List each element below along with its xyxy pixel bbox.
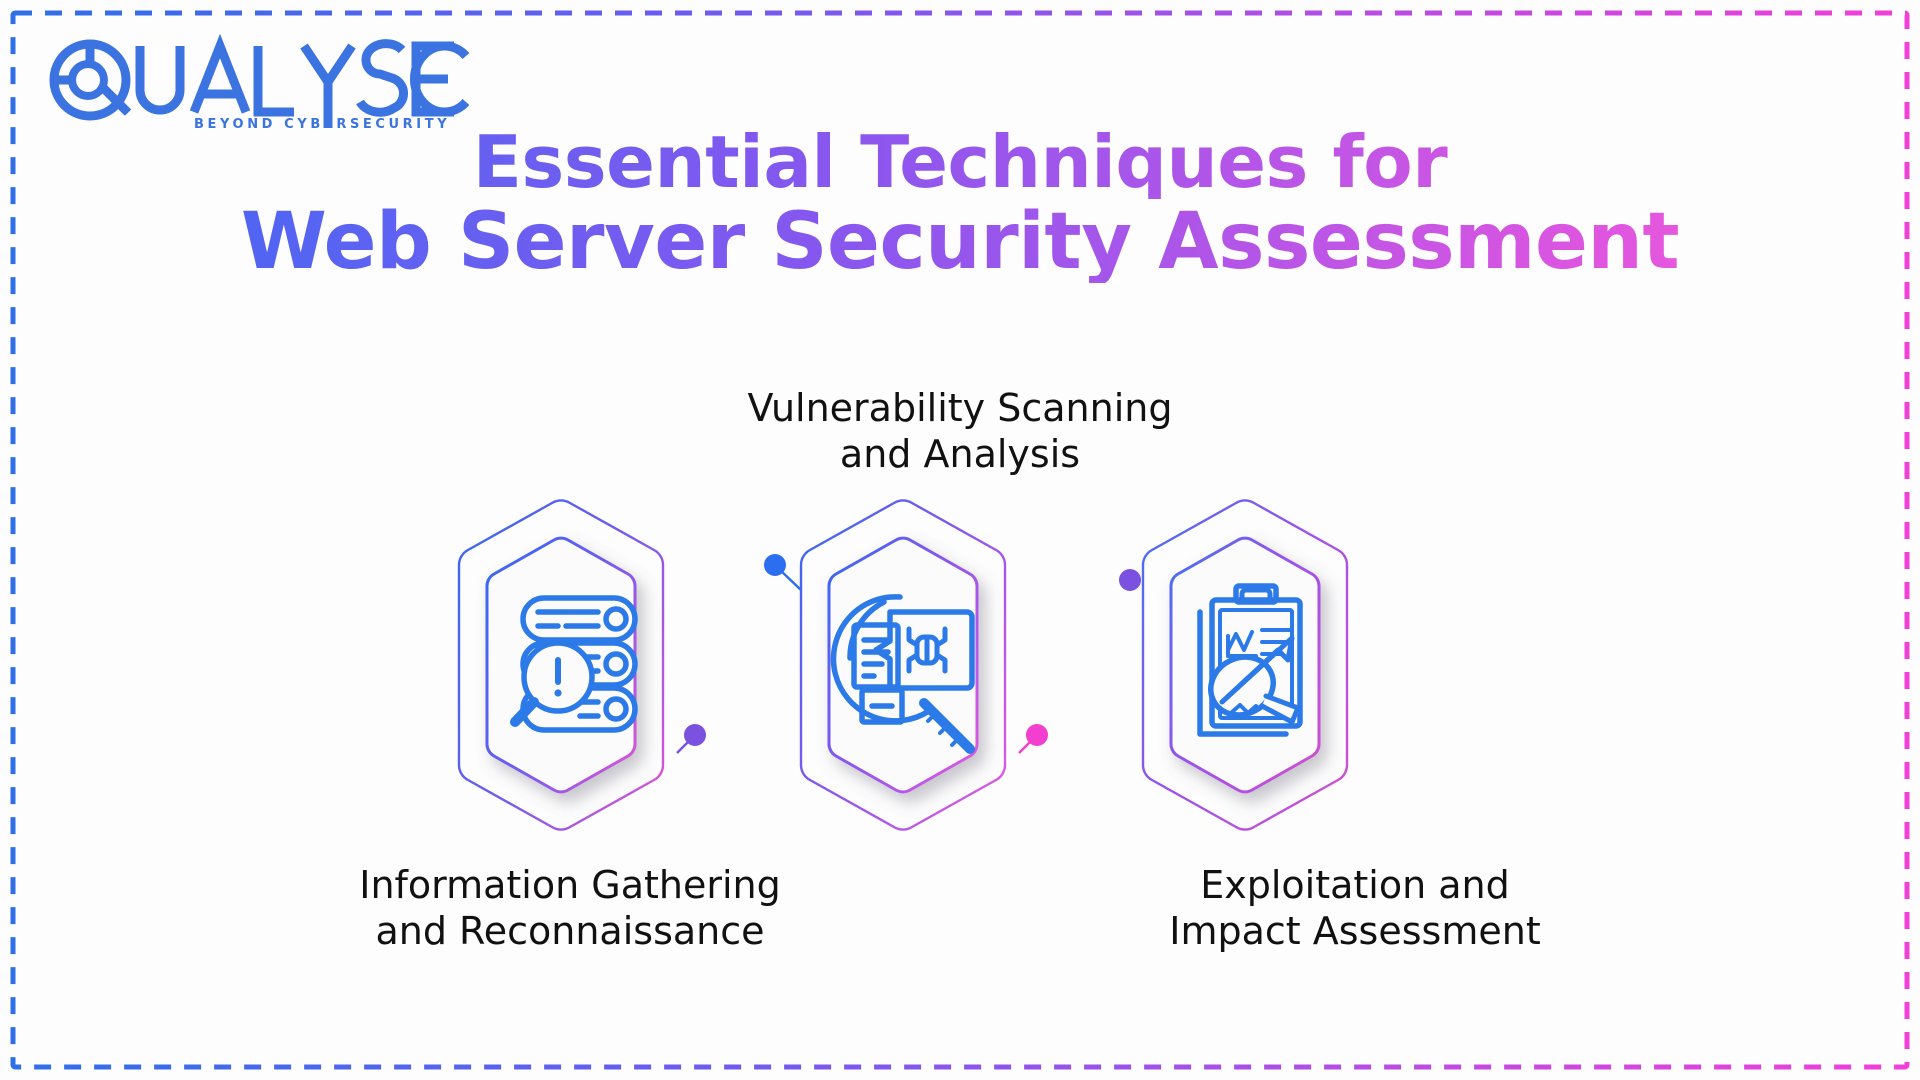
- magnifier-document-bug-icon: [830, 594, 975, 754]
- hex-inner-center: [827, 536, 979, 794]
- clipboard-report-magnifier-icon: [1197, 583, 1303, 737]
- connector-dot-left: [676, 724, 706, 754]
- server-stack-search-alert-icon: [510, 595, 638, 733]
- hexagon-information-gathering[interactable]: [457, 499, 706, 831]
- qualysec-logo: BEYOND CYBERSECURITY: [42, 32, 472, 132]
- hex-outer-ring-right: [1141, 499, 1349, 831]
- label-exploitation-impact: Exploitation and Impact Assessment: [1169, 863, 1541, 954]
- label-information-gathering: Information Gathering and Reconnaissance: [359, 863, 781, 954]
- logo-svg: BEYOND CYBERSECURITY: [49, 33, 470, 132]
- hex-outer-ring-left: [457, 499, 665, 831]
- connector-dot-right: [1119, 569, 1141, 591]
- hex-outer-ring-center: [799, 499, 1007, 831]
- hexagon-cluster: [430, 499, 1500, 831]
- hexagon-vulnerability-scanning[interactable]: [764, 499, 1048, 831]
- connector-dot-center-bottom: [1018, 724, 1048, 754]
- logo-tagline: BEYOND CYBERSECURITY: [194, 117, 450, 132]
- title-line-2: Web Server Security Assessment: [0, 203, 1920, 283]
- title-line-1: Essential Techniques for: [0, 125, 1920, 199]
- hexagon-exploitation-impact[interactable]: [1119, 499, 1349, 831]
- page-title: Essential Techniques for Web Server Secu…: [0, 125, 1920, 283]
- label-vulnerability-scanning: Vulnerability Scanning and Analysis: [747, 386, 1173, 477]
- connector-dot-center-top: [764, 554, 802, 591]
